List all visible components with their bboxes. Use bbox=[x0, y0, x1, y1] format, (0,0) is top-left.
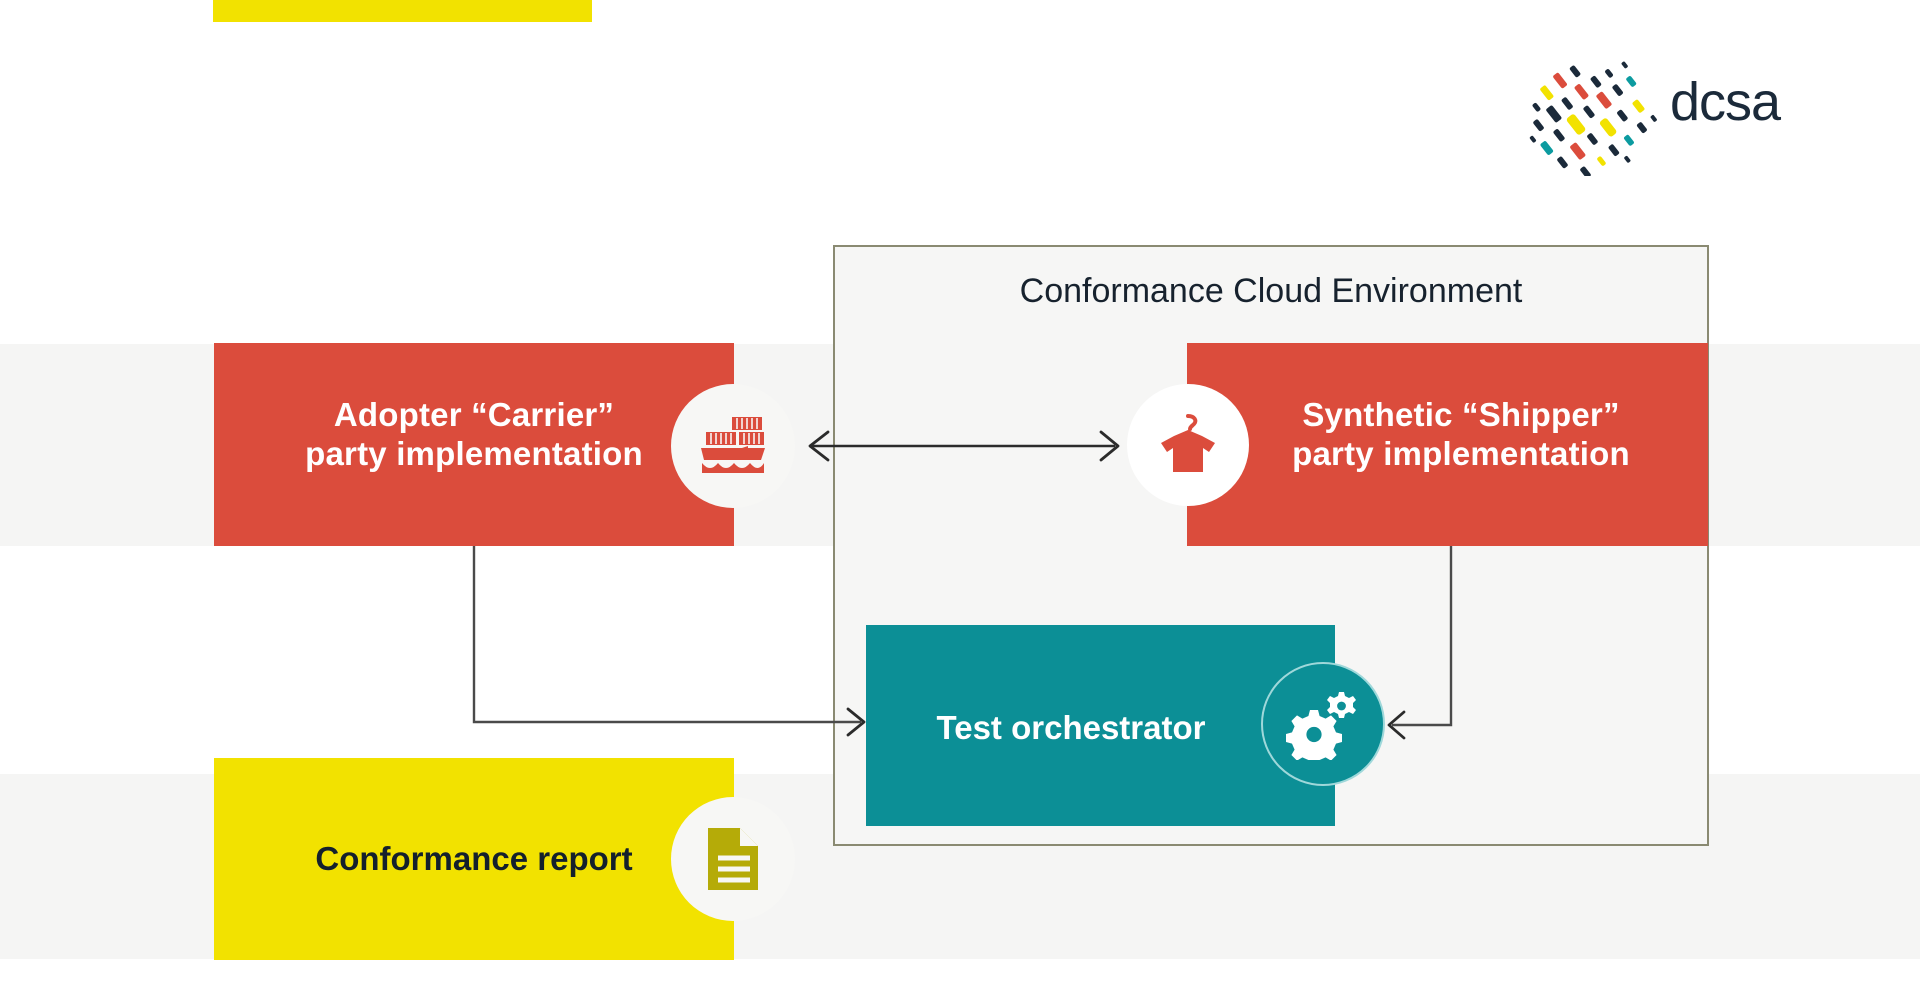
connector-carrier-orchestrator bbox=[472, 546, 866, 737]
node-adopter-carrier[interactable] bbox=[214, 343, 734, 546]
node-conformance-report-label: Conformance report bbox=[315, 840, 633, 877]
document-lines-icon bbox=[671, 797, 795, 921]
conformance-cloud-environment-title: Conformance Cloud Environment bbox=[1019, 272, 1523, 310]
dcsa-logo: dcsa bbox=[1528, 58, 1818, 178]
top-partial-yellow-bar bbox=[213, 0, 592, 22]
node-conformance-report[interactable] bbox=[214, 758, 734, 960]
node-synthetic-shipper[interactable] bbox=[1187, 343, 1708, 546]
node-synthetic-shipper-label: Synthetic “Shipper” party implementation bbox=[1292, 396, 1630, 472]
node-test-orchestrator[interactable] bbox=[866, 625, 1335, 826]
node-test-orchestrator-label: Test orchestrator bbox=[936, 709, 1206, 746]
node-adopter-carrier-label: Adopter “Carrier” party implementation bbox=[305, 396, 643, 472]
dcsa-wordmark: dcsa bbox=[1670, 72, 1781, 132]
gears-icon bbox=[1261, 662, 1385, 786]
tshirt-hanger-icon bbox=[1127, 384, 1249, 506]
dcsa-dash-pattern-logo-icon bbox=[1529, 61, 1657, 176]
container-ship-icon bbox=[671, 384, 795, 508]
